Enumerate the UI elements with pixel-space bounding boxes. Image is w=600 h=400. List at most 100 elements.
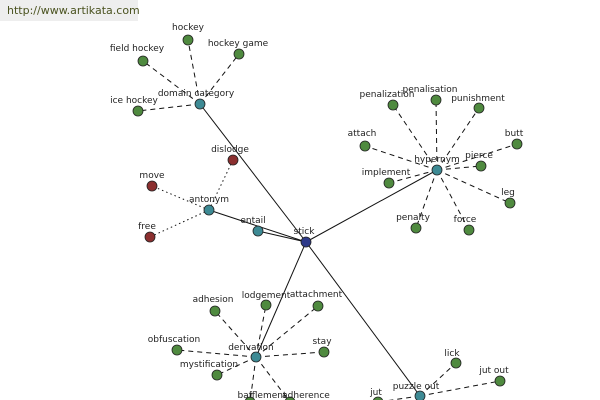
node-lodgement[interactable] [260,299,272,311]
node-stay[interactable] [318,346,330,358]
node-pierce[interactable] [475,160,487,172]
node-hypernym[interactable] [431,164,443,176]
edge-hypernym-attach [364,145,438,171]
node-hockey[interactable] [182,34,194,46]
node-label-field_hockey[interactable]: field hockey [110,44,165,54]
node-punishment[interactable] [473,102,485,114]
node-dislodge[interactable] [227,154,239,166]
node-adherence[interactable] [284,396,296,400]
edge-puzzle_out-jut [388,395,421,400]
node-label-implement[interactable]: implement [362,168,411,178]
node-label-mystification[interactable]: mystification [180,360,238,370]
node-implement[interactable] [383,177,395,189]
source-url-banner[interactable]: http://www.artikata.com [0,0,140,21]
node-jut_out[interactable] [494,375,506,387]
node-label-ice_hockey[interactable]: ice hockey [110,96,158,106]
node-derivation[interactable] [250,351,262,363]
node-label-penalisation[interactable]: penalisation [403,85,458,95]
node-free[interactable] [144,231,156,243]
node-label-stick[interactable]: stick [294,227,316,237]
node-label-punishment[interactable]: punishment [451,94,505,104]
edge-antonym-free [149,209,210,238]
edge-stick-entail [257,230,307,243]
node-label-entail[interactable]: entail [240,216,265,226]
edge-derivation-adhesion [214,310,257,358]
node-obfuscation[interactable] [171,344,183,356]
source-url-link[interactable]: http://www.artikata.com [7,4,140,17]
node-puzzle_out[interactable] [414,390,426,400]
edge-domain_category-ice_hockey [137,103,201,112]
node-label-hockey_game[interactable]: hockey game [208,39,269,49]
edge-antonym-move [151,185,210,211]
node-label-derivation[interactable]: derivation [228,343,274,353]
node-label-adherence[interactable]: adherence [282,391,330,400]
node-move[interactable] [146,180,158,192]
node-label-attachment[interactable]: attachment [290,290,343,300]
edge-derivation-mystification [216,356,257,376]
edge-antonym-dislodge [208,159,234,211]
node-label-jut[interactable]: jut [369,388,382,398]
edge-derivation-bafflement [249,356,257,400]
node-label-obfuscation[interactable]: obfuscation [148,335,200,345]
node-jut[interactable] [372,396,384,400]
edge-hypernym-penalisation [435,99,438,171]
node-antonym[interactable] [203,204,215,216]
node-force[interactable] [463,224,475,236]
node-label-butt[interactable]: butt [505,129,524,139]
node-label-domain_category[interactable]: domain category [158,89,235,99]
node-label-pierce[interactable]: pierce [465,151,493,161]
node-entail[interactable] [252,225,264,237]
node-attachment[interactable] [312,300,324,312]
edge-domain_category-hockey [187,39,201,105]
node-label-jut_out[interactable]: jut out [478,366,509,376]
node-label-move[interactable]: move [139,171,165,181]
node-field_hockey[interactable] [137,55,149,67]
node-label-adhesion[interactable]: adhesion [193,295,234,305]
node-label-lodgement[interactable]: lodgement [242,291,291,301]
node-label-antonym[interactable]: antonym [189,195,229,205]
node-ice_hockey[interactable] [132,105,144,117]
node-bafflement[interactable] [244,396,256,400]
edge-derivation-adherence [255,356,290,400]
edge-hypernym-leg [436,169,511,204]
node-label-hypernym[interactable]: hypernym [414,155,460,165]
node-mystification[interactable] [211,369,223,381]
node-leg[interactable] [504,197,516,209]
edge-puzzle_out-lick [419,362,457,397]
edge-stick-derivation [255,241,307,358]
node-label-penalization[interactable]: penalization [360,90,415,100]
node-adhesion[interactable] [209,305,221,317]
edge-hypernym-punishment [436,107,480,171]
node-label-lick[interactable]: lick [444,349,460,359]
graph-edges [137,39,518,400]
node-label-bafflement[interactable]: bafflement [237,391,286,400]
node-penalty[interactable] [410,222,422,234]
node-label-stay[interactable]: stay [312,337,332,347]
node-penalization[interactable] [387,99,399,111]
node-label-hockey[interactable]: hockey [172,23,205,33]
edge-hypernym-force [436,169,470,231]
node-label-puzzle_out[interactable]: puzzle out [393,382,440,392]
edge-stick-hypernym [305,169,438,243]
edge-hypernym-penalty [415,169,438,229]
node-label-free[interactable]: free [138,222,156,232]
node-attach[interactable] [359,140,371,152]
node-butt[interactable] [511,138,523,150]
node-domain_category[interactable] [194,98,206,110]
node-label-penalty[interactable]: penalty [396,213,430,223]
node-penalisation[interactable] [430,94,442,106]
edge-derivation-stay [255,351,325,358]
edge-derivation-obfuscation [176,349,257,358]
edge-domain_category-field_hockey [142,60,201,105]
node-lick[interactable] [450,357,462,369]
node-label-dislodge[interactable]: dislodge [211,145,249,155]
node-label-leg[interactable]: leg [501,188,515,198]
node-label-attach[interactable]: attach [348,129,377,139]
edge-hypernym-pierce [436,165,482,171]
node-label-force[interactable]: force [454,215,477,225]
node-stick[interactable] [300,236,312,248]
edge-derivation-attachment [255,305,319,358]
node-hockey_game[interactable] [233,48,245,60]
edge-puzzle_out-jut_out [419,380,501,397]
